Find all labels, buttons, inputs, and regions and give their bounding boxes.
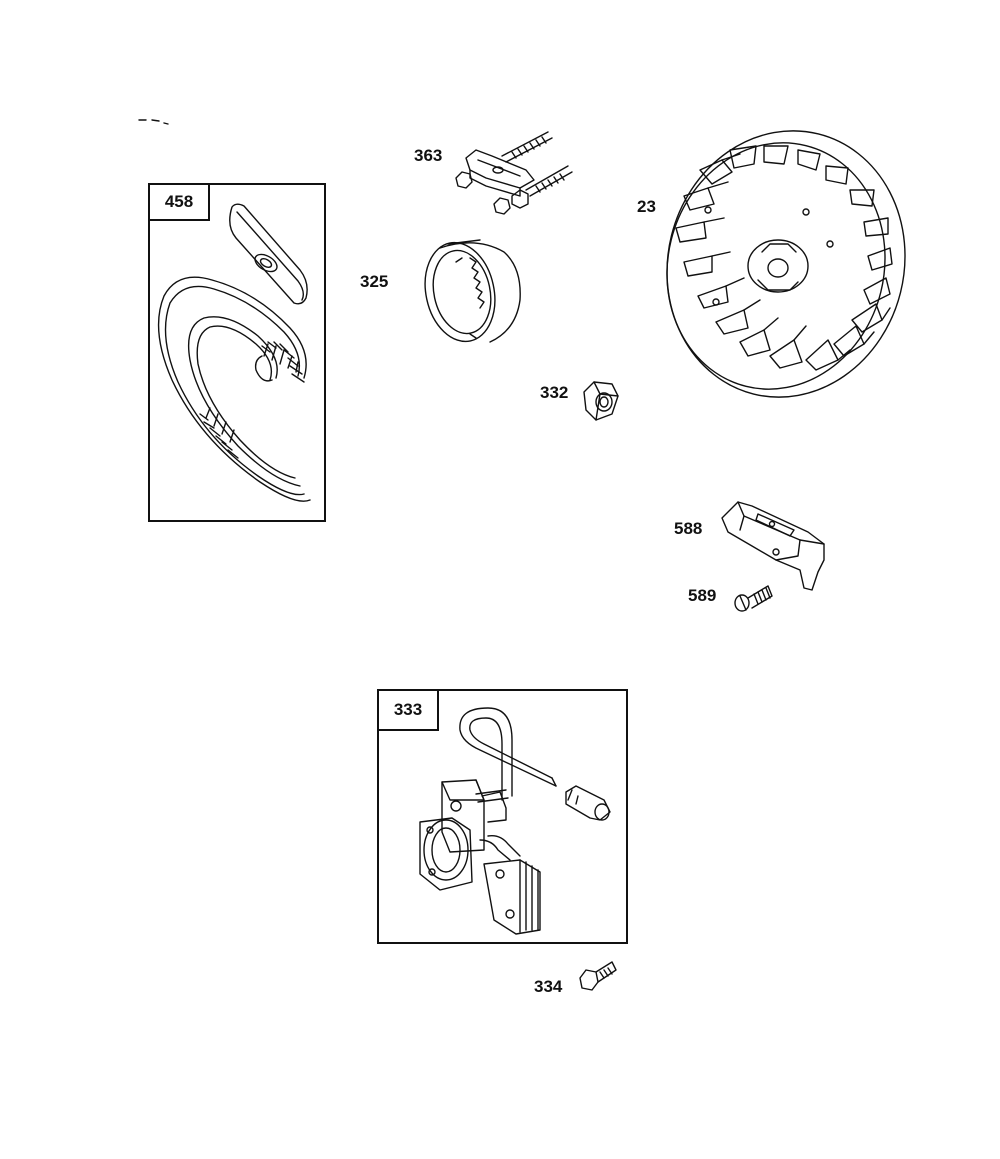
part-label-588: 588 [674,519,703,538]
part-458-spring-cover-drawing [157,203,311,502]
part-334-bolt-drawing [579,961,617,991]
part-589-screw-drawing [734,585,773,612]
part-label-332: 332 [540,383,569,402]
stray-marks [138,119,169,125]
kit-box-458 [148,183,326,522]
part-325-starter-cup-drawing [424,239,521,343]
part-332-nut-drawing [583,381,619,421]
part-588-bracket-drawing [721,501,825,591]
part-label-23: 23 [637,197,656,216]
part-label-458: 458 [148,183,210,221]
part-label-589: 589 [688,586,717,605]
part-23-flywheel-drawing [666,130,906,398]
part-label-334: 334 [534,977,563,996]
part-333-armature-drawing [419,707,611,935]
part-label-363: 363 [414,146,443,165]
kit-box-333 [377,689,628,944]
part-label-325: 325 [360,272,389,291]
part-363-puller-drawing [455,131,573,215]
part-label-333: 333 [377,689,439,731]
